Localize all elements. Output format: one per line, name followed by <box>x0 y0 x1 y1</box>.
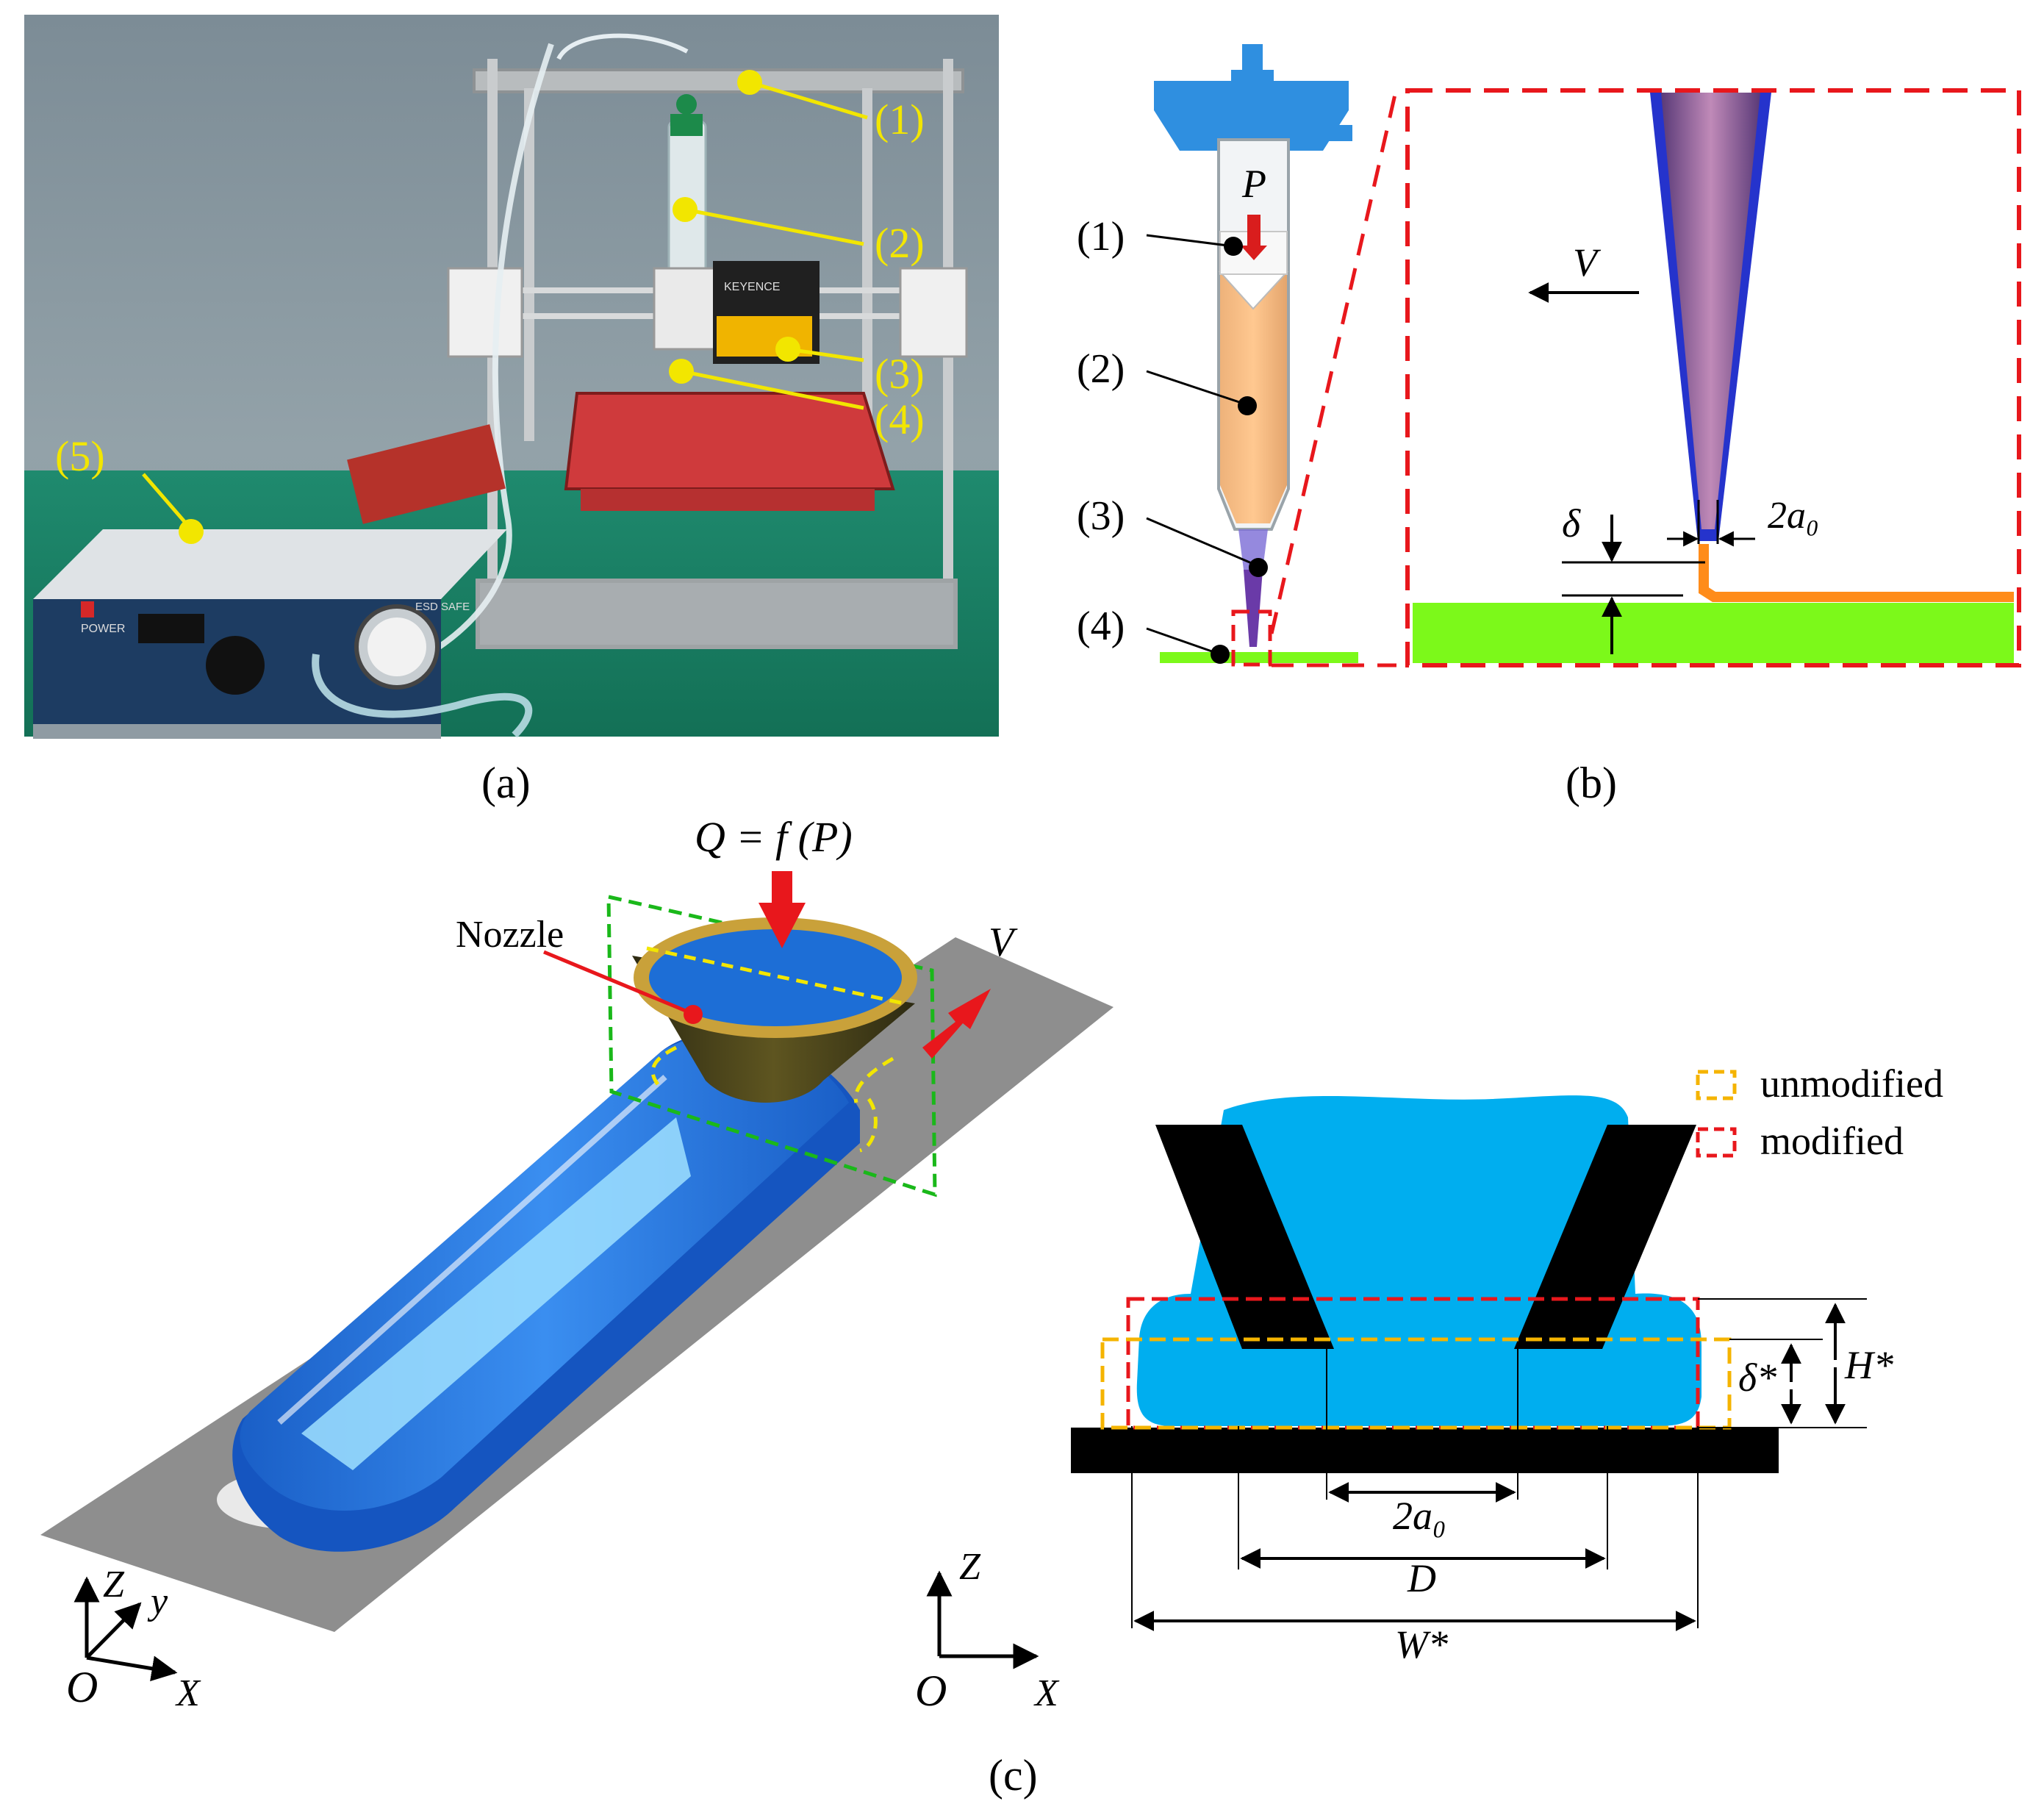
panel-a-callouts <box>142 80 868 531</box>
sensor-brand-text: KEYENCE <box>724 281 780 293</box>
pressure-arrow-head <box>1241 246 1267 260</box>
deposited-track <box>232 1031 861 1552</box>
callout-b-4: (4) <box>1077 604 1125 649</box>
legend-modified-swatch <box>1696 1127 1737 1158</box>
nozzle-top <box>649 929 902 1026</box>
unmodified-box <box>1100 1337 1732 1430</box>
velocity-arrow-c <box>922 989 991 1059</box>
axis-x-left: X <box>175 1672 201 1714</box>
callout-b-2: (2) <box>1077 346 1125 392</box>
pressure-label-b: P <box>1241 162 1266 206</box>
callout-a-4: (4) <box>875 395 925 443</box>
velocity-label-c: V <box>989 920 1018 965</box>
d-label: D <box>1407 1556 1436 1600</box>
axis-z-right: Z <box>959 1546 981 1588</box>
needle <box>1244 570 1263 647</box>
callout-a-5: (5) <box>55 432 105 480</box>
panel-c-section: unmodified modified H* δ* 2a₀ D W* <box>1071 1062 1943 1667</box>
nozzle-wall-left <box>1155 1125 1334 1349</box>
velocity-label-b: V <box>1573 240 1602 284</box>
callout-a-1: (1) <box>875 96 925 143</box>
esd-label: ESD SAFE <box>415 601 470 613</box>
orifice-label-c: 2a₀ <box>1393 1494 1446 1538</box>
panel-b-schematic: V δ 2a₀ (1) (2) (3) (4) P <box>1077 44 2021 667</box>
substrate-zoom <box>1413 603 2014 663</box>
legend-unmodified-swatch <box>1696 1070 1737 1100</box>
caption-b: (b) <box>1566 759 1617 807</box>
axis-o-right: O <box>915 1667 947 1715</box>
legend-modified: modified <box>1760 1119 1904 1163</box>
printer-frame <box>452 59 964 649</box>
axes-right <box>926 1570 1039 1669</box>
power-label: POWER <box>81 623 125 635</box>
substrate-small <box>1160 652 1358 663</box>
w-star-label: W* <box>1395 1622 1448 1667</box>
dispenser-box: POWER ESD SAFE <box>33 529 507 739</box>
print-bed <box>564 392 895 490</box>
modified-box <box>1126 1297 1700 1430</box>
laser-sensor: KEYENCE <box>713 261 820 364</box>
section-plane <box>606 894 937 1198</box>
needle-zoom-bore <box>1661 93 1760 529</box>
nozzle-pointer <box>543 950 692 1015</box>
caption-a: (a) <box>481 759 531 807</box>
delta-label-b: δ <box>1562 501 1581 545</box>
axes-left <box>73 1576 178 1682</box>
axis-o-left: O <box>66 1663 98 1711</box>
nozzle-wall-right <box>1514 1125 1696 1349</box>
caption-c: (c) <box>989 1751 1038 1800</box>
axis-z-left: Z <box>103 1564 125 1605</box>
pressure-arrow-shaft <box>1247 215 1261 246</box>
paste-fill <box>1220 272 1287 523</box>
h-star-label: H* <box>1844 1343 1893 1387</box>
callout-b-1: (1) <box>1077 214 1125 259</box>
orifice-label-b: 2a₀ <box>1768 495 1819 537</box>
flow-arrow-shaft <box>772 871 792 904</box>
panel-c-3d: Nozzle Q = f (P) V <box>40 813 1114 1632</box>
callout-a-3: (3) <box>875 350 925 398</box>
flow-label: Q = f (P) <box>695 813 853 861</box>
panel-a-photo: KEYENCE POWER ESD SAFE <box>24 15 999 739</box>
delta-star-label: δ* <box>1738 1356 1776 1400</box>
panel-b-dots <box>1211 237 1268 664</box>
extruded-line <box>1699 544 2014 602</box>
panel-b-leaders <box>1146 234 1259 656</box>
callout-a-2: (2) <box>875 219 925 267</box>
axis-x-right: X <box>1033 1672 1060 1714</box>
flow-arrow-head <box>759 903 806 948</box>
callout-b-3: (3) <box>1077 493 1125 539</box>
nozzle-label: Nozzle <box>456 914 564 956</box>
axis-y-left: y <box>147 1580 168 1622</box>
panel-a-callout-dots <box>179 70 800 544</box>
substrate-bar <box>1071 1428 1779 1473</box>
legend-unmodified: unmodified <box>1760 1062 1943 1106</box>
